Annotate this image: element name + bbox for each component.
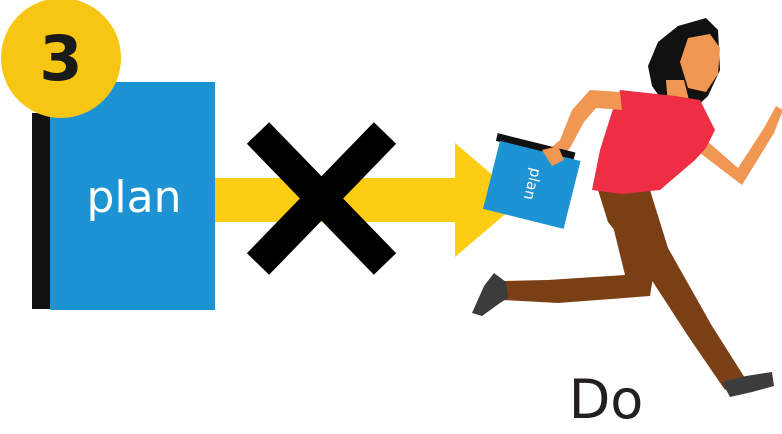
book-label: plan (86, 172, 181, 223)
front-shoe (722, 372, 774, 397)
book-icon: plan (32, 82, 215, 310)
front-arm (546, 90, 622, 166)
hand (542, 146, 564, 166)
book-spine (32, 113, 52, 309)
caption-do: Do (569, 368, 644, 431)
book-cover (50, 82, 215, 310)
back-leg (502, 222, 655, 303)
step-number: 3 (39, 22, 82, 95)
face (680, 34, 720, 92)
circle-number-badge-icon (1, 0, 121, 118)
step-badge: 3 (1, 0, 121, 118)
cross-x-icon (246, 122, 397, 275)
cross-stroke-b (246, 122, 397, 275)
front-leg (598, 190, 745, 390)
back-shoe (472, 273, 508, 316)
shirt (592, 90, 715, 194)
running-person-icon (472, 18, 782, 397)
back-arm (696, 106, 782, 185)
